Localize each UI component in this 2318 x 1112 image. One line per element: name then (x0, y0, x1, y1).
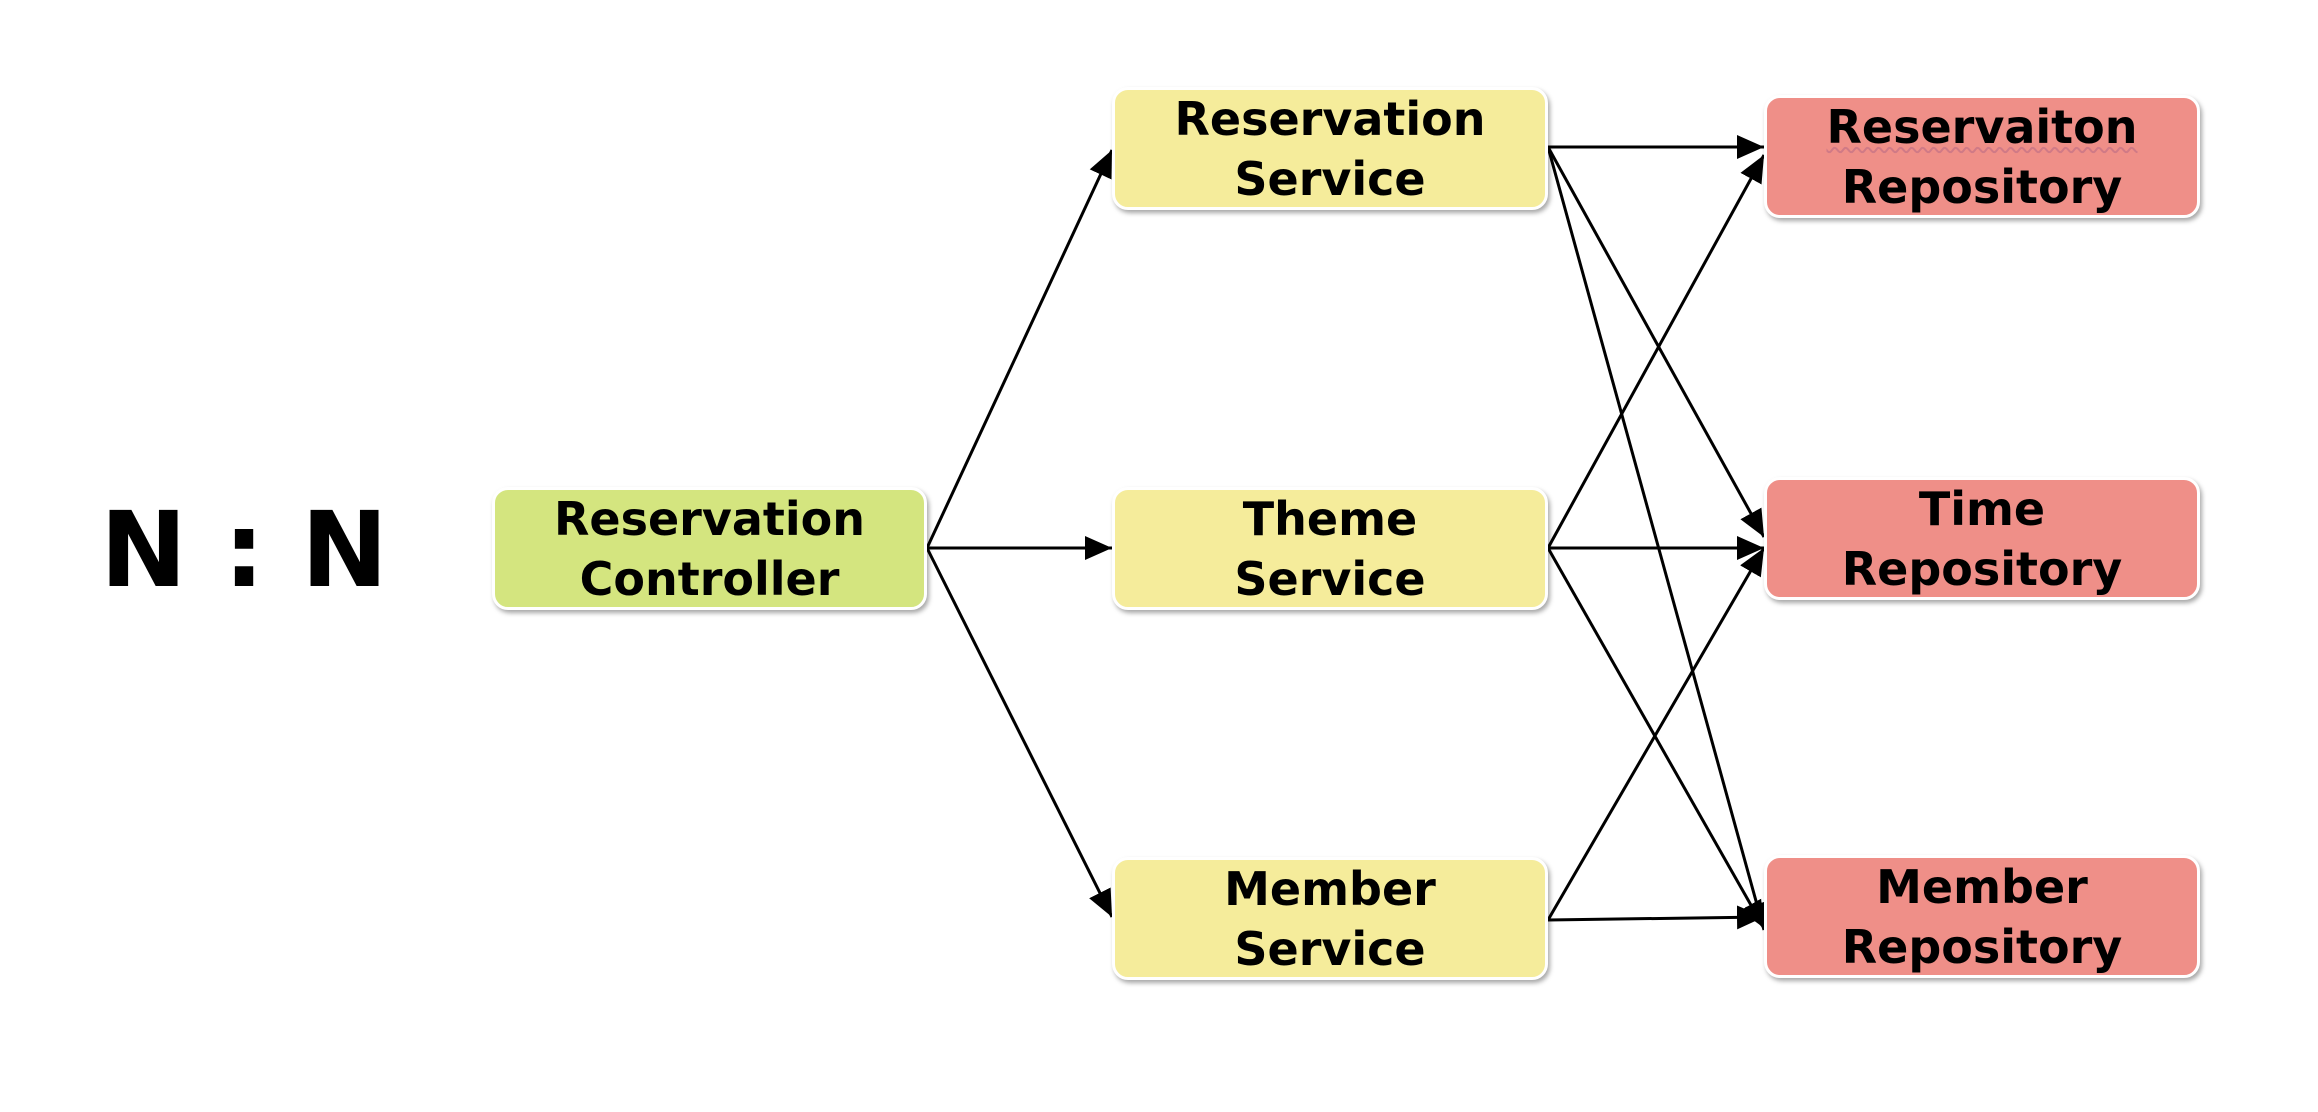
arrow-reservation-service-to-time-repository (1546, 146, 1766, 538)
time-repository-line1: Time (1918, 481, 2046, 536)
member-service-line1: Member (1224, 861, 1436, 916)
theme-service-line1: Theme (1242, 491, 1418, 546)
arrow-reservation-service-to-member-repository (1546, 146, 1769, 931)
time-repository-box: Time Repository (1764, 477, 2200, 600)
member-service-box: Member Service (1112, 857, 1548, 980)
reservation-controller-box: Reservation Controller (492, 487, 927, 610)
arrow-theme-service-to-reservation-repository (1546, 154, 1766, 549)
reservation-service-line1: Reservation (1174, 91, 1486, 146)
reservation-service-line2: Service (1234, 151, 1426, 206)
ratio-label: N : N (100, 489, 389, 611)
reservation-repository-box: Reservaiton Repository (1764, 95, 2200, 218)
theme-service-box: Theme Service (1112, 487, 1548, 610)
arrow-theme-service-to-member-repository (1546, 547, 1766, 929)
member-repository-line2: Repository (1841, 919, 2123, 974)
member-service-line2: Service (1234, 921, 1426, 976)
member-repository-line1: Member (1876, 859, 2088, 914)
arrow-member-service-to-time-repository (1546, 547, 1766, 921)
time-repository-line2: Repository (1841, 541, 2123, 596)
reservation-repository-line2: Repository (1841, 159, 2123, 214)
reservation-repository-line1: Reservaiton (1826, 99, 2138, 154)
arrow-controller-to-member-service (925, 547, 1114, 918)
arrow-member-service-to-member-repository (1547, 905, 1765, 930)
arrow-controller-to-reservation-service (925, 149, 1114, 549)
reservation-controller-line2: Controller (579, 551, 840, 606)
theme-service-line2: Service (1234, 551, 1426, 606)
reservation-service-box: Reservation Service (1112, 87, 1548, 210)
reservation-controller-line1: Reservation (553, 491, 866, 546)
member-repository-box: Member Repository (1764, 855, 2200, 978)
